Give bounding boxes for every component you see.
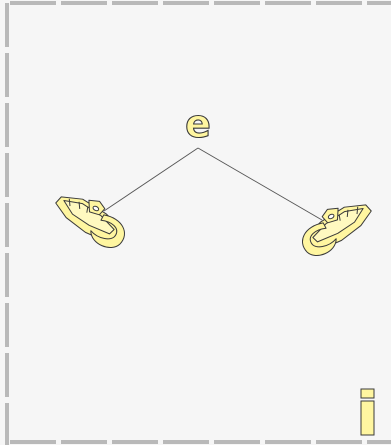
sandal-icon[interactable]	[48, 184, 134, 254]
connector-lines	[103, 147, 323, 221]
connector-left	[103, 147, 199, 212]
letter-e[interactable]: e	[185, 101, 212, 146]
connector-right	[197, 147, 323, 221]
letter-i-stem	[360, 400, 375, 436]
letter-i-icon[interactable]	[360, 388, 375, 436]
letter-i-dot	[360, 388, 375, 399]
dashed-frame	[5, 1, 391, 445]
sandal-icon[interactable]	[293, 192, 379, 262]
